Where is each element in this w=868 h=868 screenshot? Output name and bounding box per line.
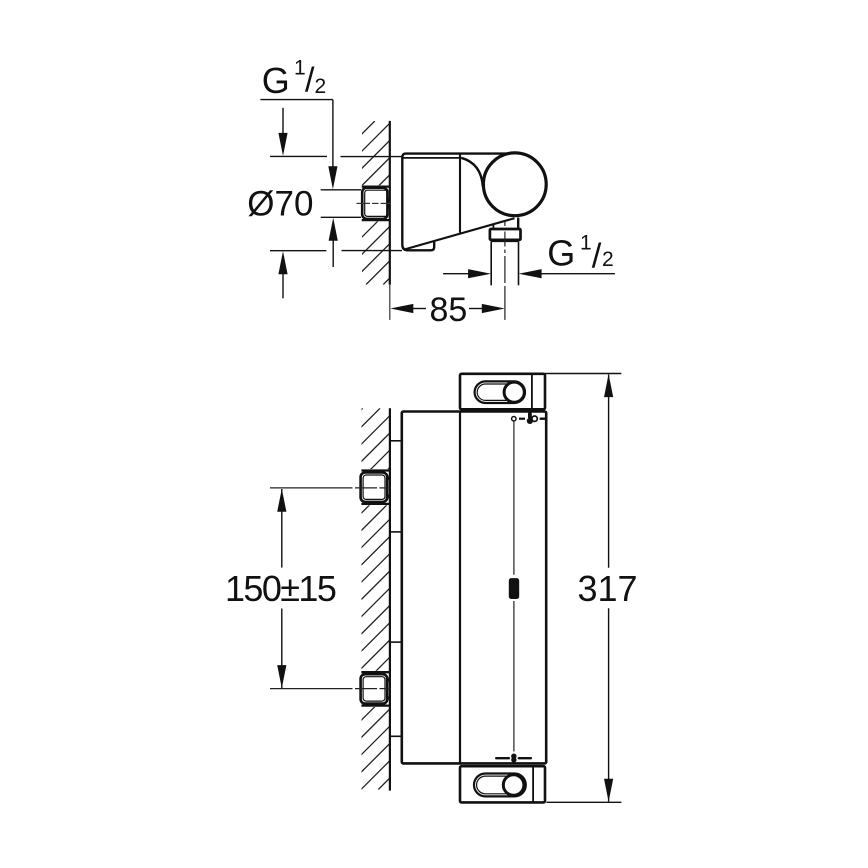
svg-text:85: 85 [430, 291, 468, 329]
svg-text:2: 2 [315, 75, 327, 98]
svg-text:G: G [547, 233, 575, 274]
svg-text:2: 2 [602, 248, 614, 271]
svg-text:1: 1 [294, 57, 306, 80]
svg-text:150±15: 150±15 [225, 568, 336, 609]
svg-text:G: G [262, 60, 290, 101]
svg-text:/: / [592, 237, 602, 275]
svg-text:317: 317 [578, 568, 638, 609]
svg-text:/: / [305, 61, 315, 99]
svg-text:1: 1 [580, 232, 592, 255]
svg-text:Ø70: Ø70 [247, 185, 313, 224]
